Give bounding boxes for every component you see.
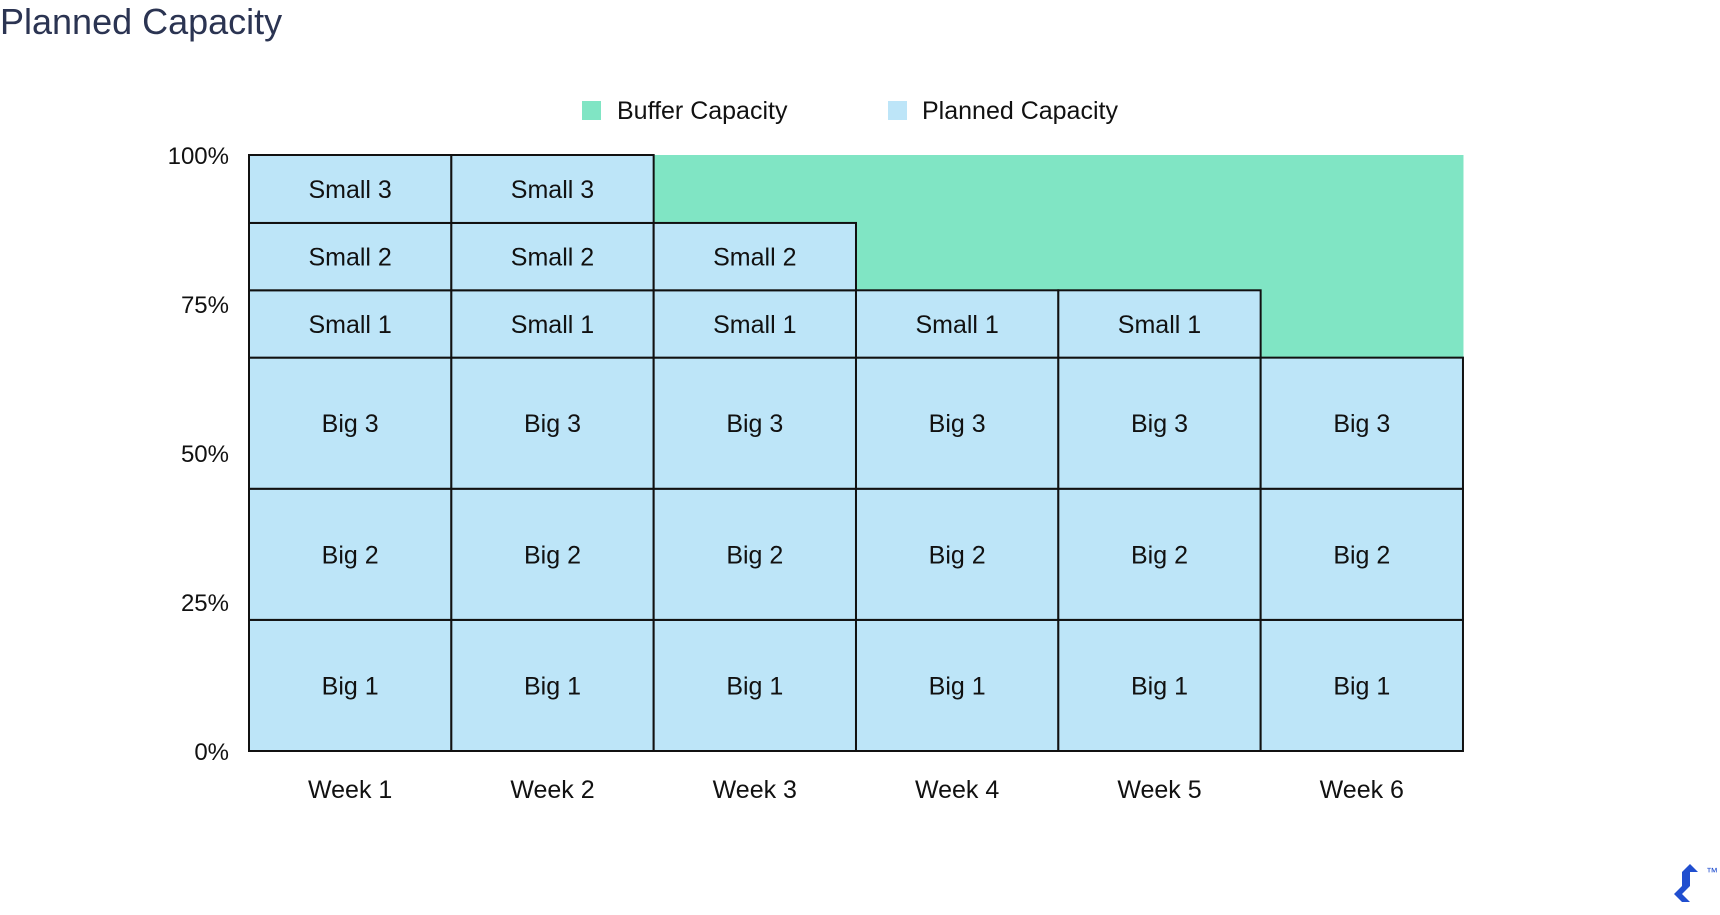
block-big-1-week-6 xyxy=(1259,618,1464,752)
legend-swatch-buffer-capacity xyxy=(582,101,601,120)
block-big-3-week-4 xyxy=(854,356,1060,490)
block-label-small-1-week-1: Small 1 xyxy=(308,311,391,339)
block-label-big-3-week-6: Big 3 xyxy=(1333,410,1390,438)
block-label-big-3-week-2: Big 3 xyxy=(524,410,581,438)
y-tick-label-75: 75% xyxy=(181,292,229,319)
block-big-1-week-2 xyxy=(450,618,655,752)
y-tick-label-50: 50% xyxy=(181,441,229,468)
block-label-big-3-week-5: Big 3 xyxy=(1131,410,1188,438)
x-tick-label-week-6: Week 6 xyxy=(1320,776,1404,804)
toptal-logo-shape xyxy=(1674,864,1698,902)
buffer-bar-5 xyxy=(1057,155,1262,291)
block-label-small-1-week-4: Small 1 xyxy=(915,311,998,339)
x-tick-label-week-5: Week 5 xyxy=(1117,776,1201,804)
block-label-big-2-week-2: Big 2 xyxy=(524,541,581,569)
block-label-small-1-week-3: Small 1 xyxy=(713,311,796,339)
buffer-bar-4 xyxy=(855,155,1059,291)
block-label-big-2-week-6: Big 2 xyxy=(1333,541,1390,569)
block-big-3-week-3 xyxy=(652,356,857,490)
block-big-1-week-3 xyxy=(652,618,857,752)
toptal-logo: ™ xyxy=(1668,860,1718,915)
block-small-1-week-2 xyxy=(450,289,655,359)
legend: Buffer Capacity Planned Capacity xyxy=(582,97,1118,125)
x-axis: Week 1 Week 2 Week 3 Week 4 Week 5 Week 6 xyxy=(308,776,1404,804)
legend-label-buffer-capacity: Buffer Capacity xyxy=(617,97,788,125)
block-big-2-week-6 xyxy=(1259,487,1464,621)
buffer-bar-3 xyxy=(653,155,857,223)
x-tick-label-week-3: Week 3 xyxy=(713,776,797,804)
block-big-2-week-3 xyxy=(652,487,857,621)
block-label-big-2-week-5: Big 2 xyxy=(1131,541,1188,569)
trademark-mark: ™ xyxy=(1706,865,1718,879)
block-small-1-week-3 xyxy=(652,289,857,359)
block-label-big-1-week-2: Big 1 xyxy=(524,672,581,700)
block-big-2-week-4 xyxy=(854,487,1060,621)
y-tick-label-100: 100% xyxy=(168,143,229,170)
x-tick-label-week-2: Week 2 xyxy=(510,776,594,804)
block-label-big-1-week-3: Big 1 xyxy=(726,672,783,700)
y-tick-label-25: 25% xyxy=(181,590,229,617)
block-small-2-week-3 xyxy=(652,221,857,292)
block-big-3-week-2 xyxy=(450,356,655,490)
block-label-small-3-week-1: Small 3 xyxy=(308,176,391,204)
y-tick-label-0: 0% xyxy=(194,739,229,766)
block-label-big-1-week-1: Big 1 xyxy=(322,672,379,700)
x-tick-label-week-4: Week 4 xyxy=(915,776,999,804)
block-label-big-2-week-4: Big 2 xyxy=(929,541,986,569)
block-big-3-week-6 xyxy=(1259,356,1464,490)
buffer-bar-6 xyxy=(1260,155,1464,358)
x-tick-label-week-1: Week 1 xyxy=(308,776,392,804)
block-label-small-3-week-2: Small 3 xyxy=(511,176,594,204)
block-label-big-3-week-4: Big 3 xyxy=(929,410,986,438)
buffer-area-layer xyxy=(653,155,1464,358)
block-big-1-week-5 xyxy=(1057,618,1262,752)
page-title: Planned Capacity xyxy=(0,1,283,42)
block-label-big-3-week-1: Big 3 xyxy=(322,410,379,438)
block-label-small-2-week-2: Small 2 xyxy=(511,244,594,272)
block-small-3-week-2 xyxy=(450,154,655,224)
block-label-small-2-week-1: Small 2 xyxy=(308,244,391,272)
block-label-small-1-week-2: Small 1 xyxy=(511,311,594,339)
legend-swatch-planned-capacity xyxy=(888,101,907,120)
toptal-logo-icon: ™ xyxy=(1674,864,1718,902)
planned-blocks-layer: Big 1 Big 2 Big 3 Small 1 Small 2 Small 3 Big … xyxy=(248,154,1464,752)
block-small-3-week-1 xyxy=(248,154,453,224)
block-small-2-week-1 xyxy=(248,221,453,292)
block-label-small-1-week-5: Small 1 xyxy=(1118,311,1201,339)
y-axis: 0% 25% 50% 75% 100% xyxy=(168,143,229,766)
legend-label-planned-capacity: Planned Capacity xyxy=(922,97,1118,125)
block-label-big-3-week-3: Big 3 xyxy=(726,410,783,438)
block-label-big-2-week-3: Big 2 xyxy=(726,541,783,569)
block-big-1-week-1 xyxy=(248,618,453,752)
block-label-big-1-week-4: Big 1 xyxy=(929,672,986,700)
block-small-1-week-5 xyxy=(1057,289,1262,359)
block-label-small-2-week-3: Small 2 xyxy=(713,244,796,272)
block-label-big-1-week-6: Big 1 xyxy=(1333,672,1390,700)
block-label-big-2-week-1: Big 2 xyxy=(322,541,379,569)
block-label-big-1-week-5: Big 1 xyxy=(1131,672,1188,700)
